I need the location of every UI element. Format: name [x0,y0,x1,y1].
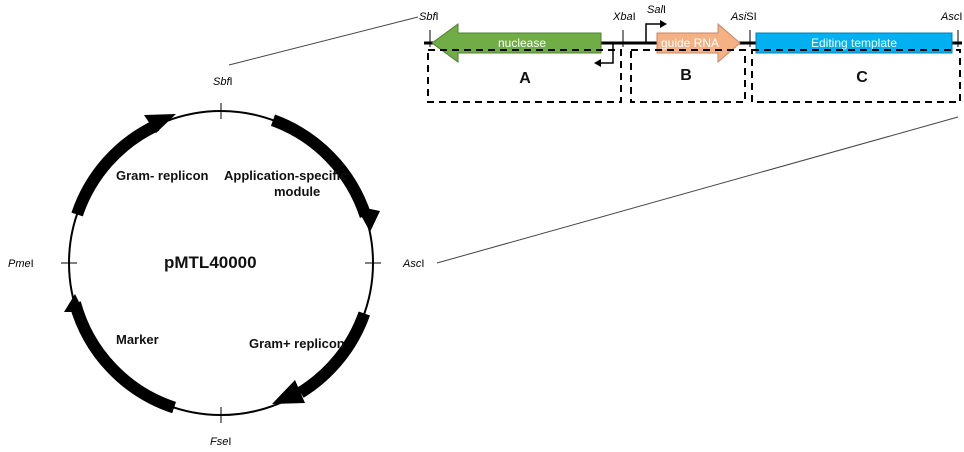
zoom-line-bottom [436,116,959,264]
module-map: SbfI XbaI SalI AsiSI AscI nuclease guide… [419,4,962,103]
guide-rna-feature [656,22,741,64]
segment-c-label: C [856,69,868,86]
plasmid-site-sbfi: SbfI [213,76,233,88]
nuclease-promoter-arrowhead [594,59,601,67]
editing-template-feature [755,32,953,54]
plasmid-name: pMTL40000 [164,253,257,272]
segment-b-label: B [680,67,692,84]
plasmid-site-asci: AscI [402,258,424,270]
gram-neg-replicon-arc [71,119,160,217]
marker-arrowhead [64,294,84,312]
nuclease-label: nuclease [498,36,546,50]
map-site-sali: SalI [647,4,666,16]
application-module-label-line2: module [274,184,320,199]
segment-c-box [751,49,961,103]
gram-neg-replicon-arrowhead [144,114,176,133]
segment-a-box [427,49,622,103]
map-site-sbfi: SbfI [419,11,439,23]
guide-rna-label: guide RNA [661,36,719,50]
map-site-xbai: XbaI [612,11,636,23]
nuclease-feature [431,23,602,63]
map-site-asci: AscI [940,11,962,23]
gram-neg-replicon-label: Gram- replicon [116,168,209,183]
marker-arc [69,301,177,414]
marker-label: Marker [116,332,159,347]
editing-template-label: Editing template [811,36,897,50]
map-site-asisi: AsiSI [730,11,757,23]
plasmid-site-fsei: FseI [210,436,231,448]
gram-pos-replicon-arc [297,311,370,398]
guide-promoter-arrowhead [660,20,667,28]
segment-b-box [630,49,746,103]
gram-pos-replicon-arrowhead [272,380,305,404]
plasmid-map: SbfI AscI FseI PmeI Gram- replicon Appli… [8,76,424,448]
gram-pos-replicon-label: Gram+ replicon [249,336,345,351]
application-module-arc [270,114,372,218]
application-module-arrowhead [356,206,380,232]
zoom-line-top [228,16,419,66]
application-module-label-line1: Application-specific [224,168,348,183]
segment-a-label: A [519,70,531,87]
nuclease-promoter [600,43,614,64]
plasmid-site-pmei: PmeI [8,258,34,270]
guide-promoter [645,23,660,43]
